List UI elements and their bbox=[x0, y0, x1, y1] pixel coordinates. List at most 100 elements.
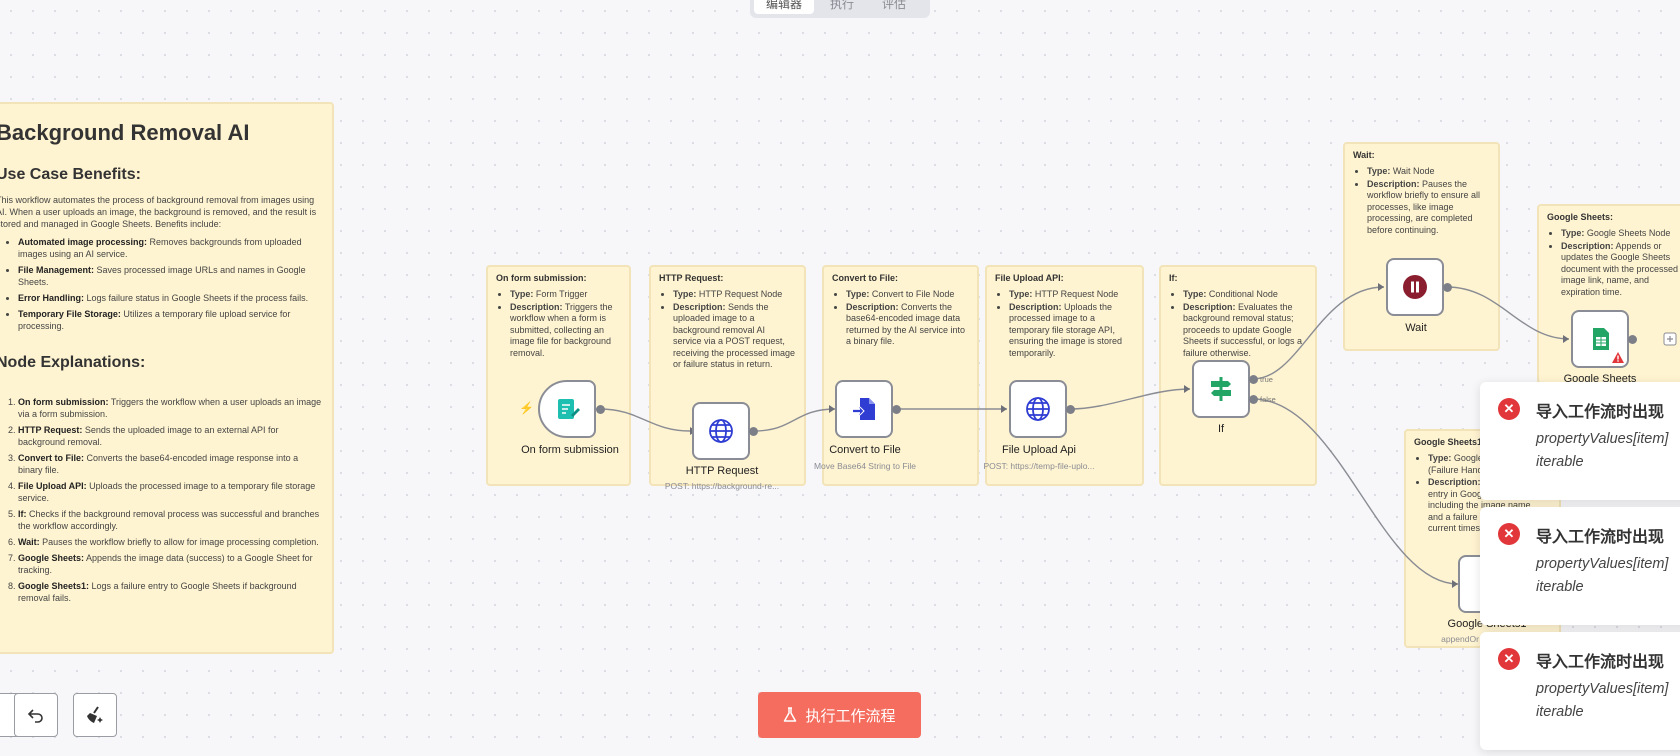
error-toast[interactable]: ✕ 导入工作流时出现 propertyValues[item]iterable bbox=[1480, 507, 1680, 625]
list-item: Description: Pauses the workflow briefly… bbox=[1367, 179, 1490, 237]
output-port-true[interactable] bbox=[1249, 375, 1258, 384]
error-icon: ✕ bbox=[1498, 523, 1520, 545]
list-item: Description: Evaluates the background re… bbox=[1183, 302, 1307, 360]
list-item: Description: Sends the uploaded image to… bbox=[673, 302, 796, 371]
node-file-upload-api[interactable] bbox=[1009, 380, 1067, 438]
list-item: Type: Convert to File Node bbox=[846, 289, 969, 301]
pause-icon bbox=[1403, 275, 1427, 299]
benefits-intro: This workflow automates the process of b… bbox=[0, 195, 317, 229]
list-item: Type: Conditional Node bbox=[1183, 289, 1307, 301]
list-item: Automated image processing: Removes back… bbox=[18, 236, 322, 260]
list-item: Description: Appends or updates the Goog… bbox=[1561, 241, 1680, 299]
benefits-list: Automated image processing: Removes back… bbox=[0, 236, 322, 332]
node-label: On form submission bbox=[521, 444, 619, 456]
toast-title: 导入工作流时出现 bbox=[1536, 404, 1665, 421]
signpost-icon bbox=[1211, 377, 1231, 401]
toast-title: 导入工作流时出现 bbox=[1536, 529, 1665, 546]
edge-wait-gsheets bbox=[1446, 286, 1570, 340]
toast-message: propertyValues[item]iterable bbox=[1536, 431, 1669, 470]
tab-evaluations[interactable]: 评估 bbox=[882, 0, 907, 11]
list-item: File Upload API: Uploads the processed i… bbox=[18, 480, 322, 504]
execute-workflow-button[interactable]: 执行工作流程 bbox=[758, 692, 921, 738]
flask-icon bbox=[784, 707, 797, 722]
sticky-note-wait[interactable]: Wait: Type: Wait Node Description: Pause… bbox=[1343, 142, 1500, 351]
node-subtitle: Move Base64 String to File bbox=[813, 461, 917, 471]
undo-button[interactable] bbox=[14, 693, 58, 737]
tab-editor[interactable]: 编辑器 bbox=[754, 0, 815, 14]
list-item: Type: HTTP Request Node bbox=[673, 289, 796, 301]
sticky-note-upload[interactable]: File Upload API: Type: HTTP Request Node… bbox=[985, 265, 1144, 486]
note-heading: On form submission: bbox=[496, 273, 587, 283]
error-icon: ✕ bbox=[1498, 648, 1520, 670]
toast-message: propertyValues[item]iterable bbox=[1536, 681, 1669, 720]
node-label: If bbox=[1217, 423, 1225, 435]
node-http-request[interactable] bbox=[692, 402, 750, 460]
tidy-up-button[interactable] bbox=[73, 693, 117, 737]
node-google-sheets[interactable] bbox=[1571, 310, 1629, 368]
benefits-heading: Use Case Benefits: bbox=[0, 166, 141, 183]
node-label: Wait bbox=[1405, 322, 1427, 334]
note-heading: Wait: bbox=[1353, 150, 1375, 160]
output-port[interactable] bbox=[892, 405, 901, 414]
node-wait[interactable] bbox=[1386, 258, 1444, 316]
execute-button-label: 执行工作流程 bbox=[805, 707, 896, 725]
broom-icon bbox=[87, 706, 103, 723]
node-subtitle: POST: https://temp-file-uplo... bbox=[983, 461, 1095, 471]
branch-true-label: true bbox=[1260, 375, 1273, 384]
edge-http-convert bbox=[753, 408, 836, 432]
edge-if-wait bbox=[1252, 286, 1385, 380]
google-sheets-icon bbox=[1593, 328, 1609, 350]
list-item: Description: Triggers the workflow when … bbox=[510, 302, 621, 360]
list-item: File Management: Saves processed image U… bbox=[18, 264, 322, 288]
node-convert-to-file[interactable] bbox=[835, 380, 893, 438]
error-toast[interactable]: ✕ 导入工作流时出现 propertyValues[item]iterable bbox=[1480, 632, 1680, 750]
warning-icon bbox=[1612, 352, 1624, 363]
node-subtitle: POST: https://background-re... bbox=[664, 481, 780, 491]
toast-title: 导入工作流时出现 bbox=[1536, 654, 1665, 671]
globe-icon bbox=[1026, 397, 1050, 421]
list-item: Description: Converts the base64-encoded… bbox=[846, 302, 969, 348]
note-heading: Google Sheets1: bbox=[1414, 437, 1486, 447]
output-port[interactable] bbox=[1628, 335, 1637, 344]
node-subtitle: appendOr bbox=[1441, 634, 1479, 644]
list-item: Google Sheets1: Logs a failure entry to … bbox=[18, 580, 322, 604]
undo-icon bbox=[27, 709, 43, 723]
trigger-bolt-icon: ⚡ bbox=[519, 401, 534, 415]
view-tabs: 编辑器 执行 评估 bbox=[750, 0, 930, 18]
output-port[interactable] bbox=[596, 405, 605, 414]
list-item: Type: Google(Failure Hand bbox=[1428, 453, 1551, 476]
note-heading: If: bbox=[1169, 273, 1178, 283]
sticky-note-form[interactable]: On form submission: Type: Form Trigger D… bbox=[486, 265, 631, 486]
toast-message: propertyValues[item]iterable bbox=[1536, 556, 1669, 595]
globe-icon bbox=[709, 419, 733, 443]
list-item: Google Sheets: Appends the image data (s… bbox=[18, 552, 322, 576]
output-port[interactable] bbox=[1443, 283, 1452, 292]
edge-form-http bbox=[599, 408, 691, 432]
sticky-note-convert[interactable]: Convert to File: Type: Convert to File N… bbox=[822, 265, 979, 486]
sticky-note-http[interactable]: HTTP Request: Type: HTTP Request Node De… bbox=[649, 265, 806, 486]
output-port[interactable] bbox=[1066, 405, 1075, 414]
list-item: Convert to File: Converts the base64-enc… bbox=[18, 452, 322, 476]
list-item: Wait: Pauses the workflow briefly to all… bbox=[18, 536, 322, 548]
list-item: Description: entry in Google Sheets, inc… bbox=[1428, 477, 1551, 535]
node-if[interactable] bbox=[1192, 360, 1250, 418]
output-port-false[interactable] bbox=[1249, 395, 1258, 404]
list-item: HTTP Request: Sends the uploaded image t… bbox=[18, 424, 322, 448]
branch-false-label: false bbox=[1260, 395, 1276, 404]
list-item: Type: HTTP Request Node bbox=[1009, 289, 1134, 301]
nodes-heading: Node Explanations: bbox=[0, 354, 146, 371]
tab-executions[interactable]: 执行 bbox=[830, 0, 855, 11]
list-item: Error Handling: Logs failure status in G… bbox=[18, 292, 322, 304]
form-trigger-icon bbox=[558, 399, 580, 419]
note-heading: Google Sheets: bbox=[1547, 212, 1614, 222]
note-heading: HTTP Request: bbox=[659, 273, 724, 283]
note-heading: File Upload API: bbox=[995, 273, 1064, 283]
list-item: Type: Google Sheets Node bbox=[1561, 228, 1680, 240]
node-form-trigger[interactable] bbox=[538, 380, 596, 438]
convert-file-icon bbox=[853, 398, 875, 420]
output-port[interactable] bbox=[749, 427, 758, 436]
sticky-note-if[interactable]: If: Type: Conditional Node Description: … bbox=[1159, 265, 1317, 486]
error-toast[interactable]: ✕ 导入工作流时出现 propertyValues[item]iterable bbox=[1480, 382, 1680, 500]
overview-sticky-note[interactable]: Background Removal AI Use Case Benefits:… bbox=[0, 102, 334, 654]
list-item: On form submission: Triggers the workflo… bbox=[18, 396, 322, 420]
